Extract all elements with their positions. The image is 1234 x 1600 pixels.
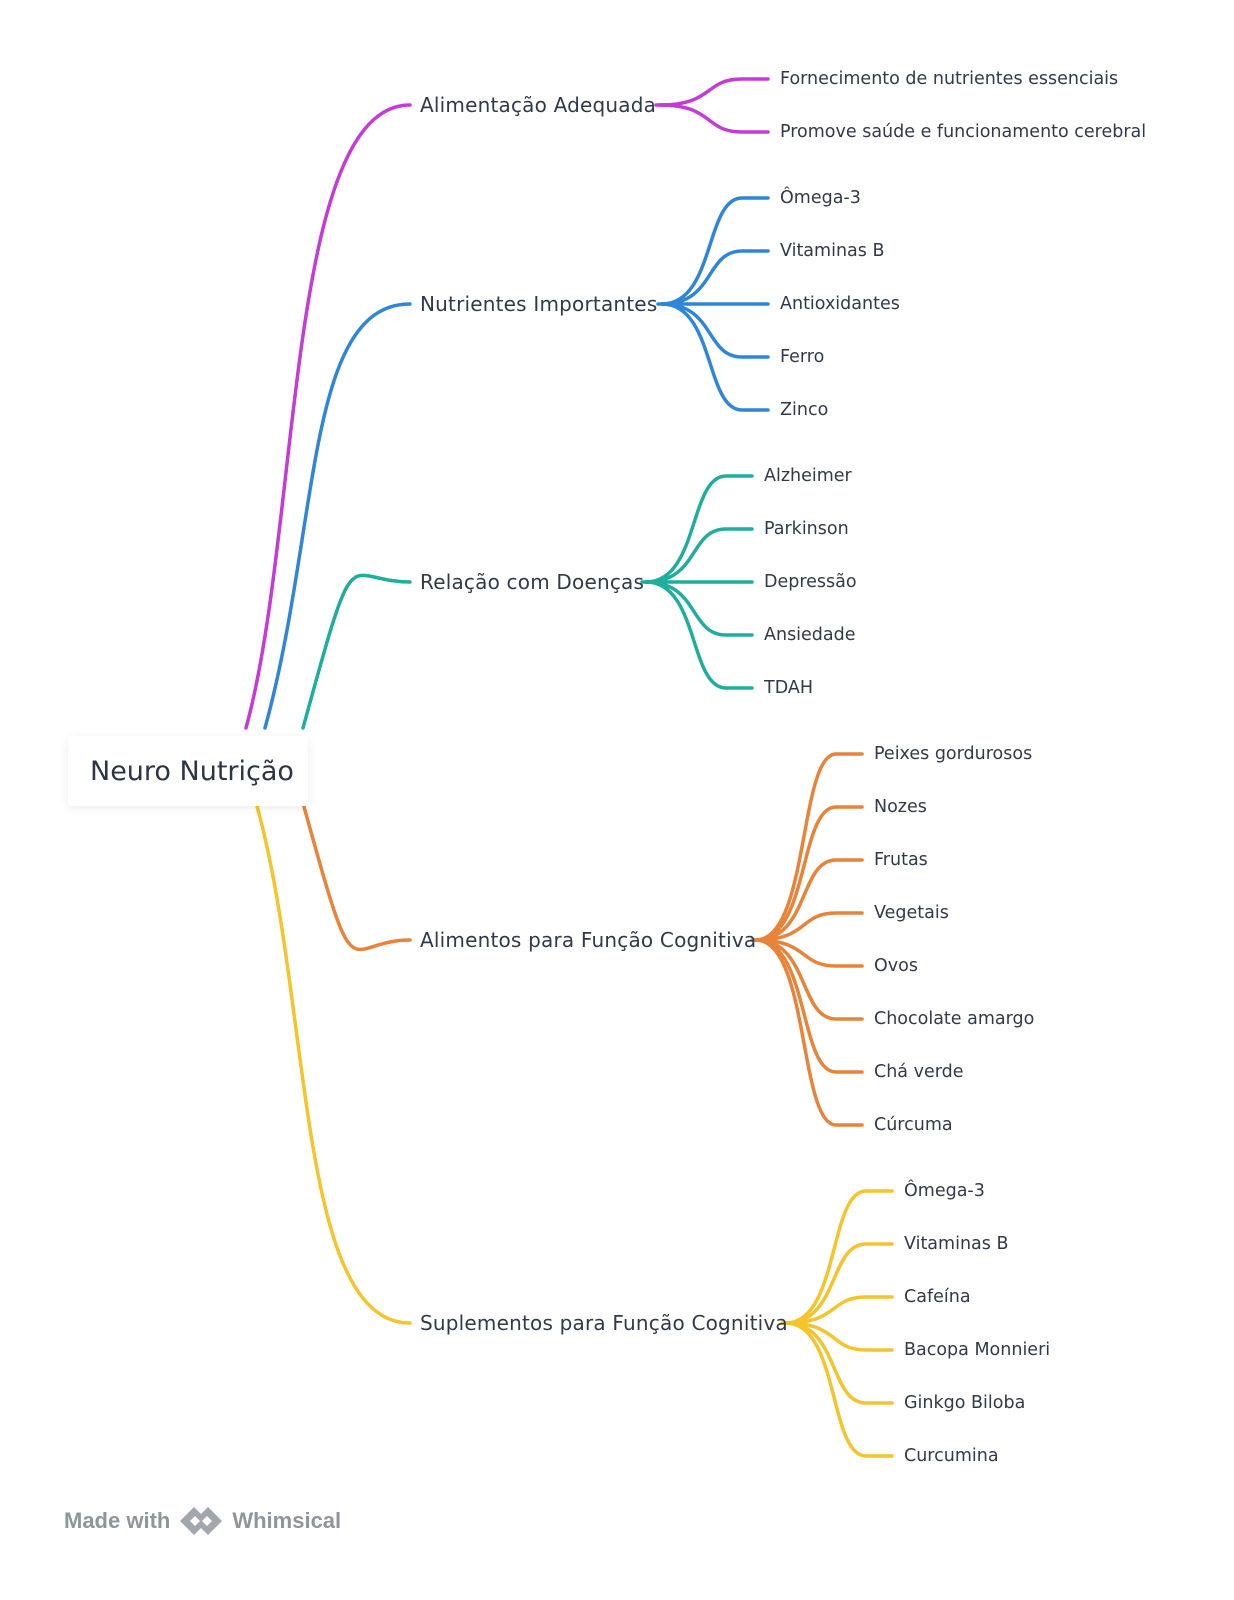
branch-node[interactable]: Alimentos para Função Cognitiva	[420, 928, 757, 952]
leaf-node[interactable]: Ferro	[780, 347, 825, 367]
root-branch-connector	[244, 103, 412, 730]
leaf-connector	[644, 580, 754, 690]
leaf-node[interactable]: Nozes	[874, 797, 927, 817]
leaf-node[interactable]: Ovos	[874, 956, 918, 976]
leaf-node[interactable]: Cafeína	[904, 1287, 971, 1307]
leaf-connector	[754, 938, 864, 1127]
leaf-connector	[754, 752, 864, 942]
leaf-node[interactable]: Depressão	[764, 572, 857, 592]
leaf-connector	[784, 1321, 894, 1352]
leaf-connector	[784, 1321, 894, 1458]
leaf-node[interactable]: Antioxidantes	[780, 294, 900, 314]
leaf-node[interactable]: Alzheimer	[764, 466, 852, 486]
leaf-node[interactable]: Parkinson	[764, 519, 849, 539]
leaf-node[interactable]: Vitaminas B	[904, 1234, 1009, 1254]
root-branch-connector	[263, 302, 412, 730]
leaf-connector	[754, 938, 864, 1021]
branch-node[interactable]: Relação com Doenças	[420, 570, 645, 594]
leaf-node[interactable]: Vegetais	[874, 903, 949, 923]
whimsical-brand-text: Whimsical	[232, 1508, 342, 1533]
leaf-connector	[754, 858, 864, 942]
leaf-connector	[784, 1242, 894, 1325]
whimsical-logo-icon	[180, 1507, 223, 1535]
leaf-node[interactable]: Fornecimento de nutrientes essenciais	[780, 69, 1119, 89]
leaf-connector	[754, 938, 864, 1074]
leaf-connector	[644, 474, 754, 584]
root-branch-connector	[255, 804, 412, 1325]
leaf-node[interactable]: Chocolate amargo	[874, 1009, 1035, 1029]
leaf-connector	[660, 302, 770, 412]
leaf-node[interactable]: Ginkgo Biloba	[904, 1393, 1026, 1413]
leaf-node[interactable]: Ômega-3	[780, 188, 861, 208]
leaf-node[interactable]: Frutas	[874, 850, 928, 870]
root-node-label: Neuro Nutrição	[90, 755, 294, 787]
made-with-text: Made with	[64, 1508, 171, 1533]
root-node[interactable]: Neuro Nutrição	[68, 736, 308, 806]
leaf-connector	[660, 196, 770, 306]
leaf-connector	[754, 805, 864, 942]
leaf-node[interactable]: Ômega-3	[904, 1181, 985, 1201]
leaf-node[interactable]: TDAH	[764, 678, 813, 698]
leaf-node[interactable]: Vitaminas B	[780, 241, 885, 261]
leaf-connector	[754, 938, 864, 968]
leaf-node[interactable]: Cúrcuma	[874, 1115, 953, 1135]
leaf-node[interactable]: Peixes gordurosos	[874, 744, 1033, 764]
leaf-node[interactable]: Chá verde	[874, 1062, 964, 1082]
leaf-connector	[784, 1189, 894, 1325]
leaf-node[interactable]: Bacopa Monnieri	[904, 1340, 1051, 1360]
branch-node[interactable]: Alimentação Adequada	[420, 93, 657, 117]
leaf-connector	[784, 1295, 894, 1325]
leaf-connector	[658, 77, 770, 107]
leaf-node[interactable]: Ansiedade	[764, 625, 856, 645]
leaf-node[interactable]: Curcumina	[904, 1446, 999, 1466]
leaf-connector	[784, 1321, 894, 1405]
leaf-connector	[644, 527, 754, 584]
root-branch-connector	[301, 573, 412, 730]
leaf-connector	[658, 103, 770, 134]
branch-node[interactable]: Nutrientes Importantes	[420, 292, 658, 316]
made-with-whimsical-badge[interactable]: Made with Whimsical	[64, 1503, 341, 1539]
leaf-node[interactable]: Zinco	[780, 400, 829, 420]
leaf-connector	[754, 911, 864, 942]
leaf-connector	[660, 249, 770, 306]
branch-node[interactable]: Suplementos para Função Cognitiva	[420, 1311, 788, 1335]
root-branch-connector	[301, 801, 412, 952]
leaf-connector	[644, 580, 754, 637]
leaf-connector	[660, 302, 770, 359]
leaf-node[interactable]: Promove saúde e funcionamento cerebral	[780, 122, 1147, 142]
